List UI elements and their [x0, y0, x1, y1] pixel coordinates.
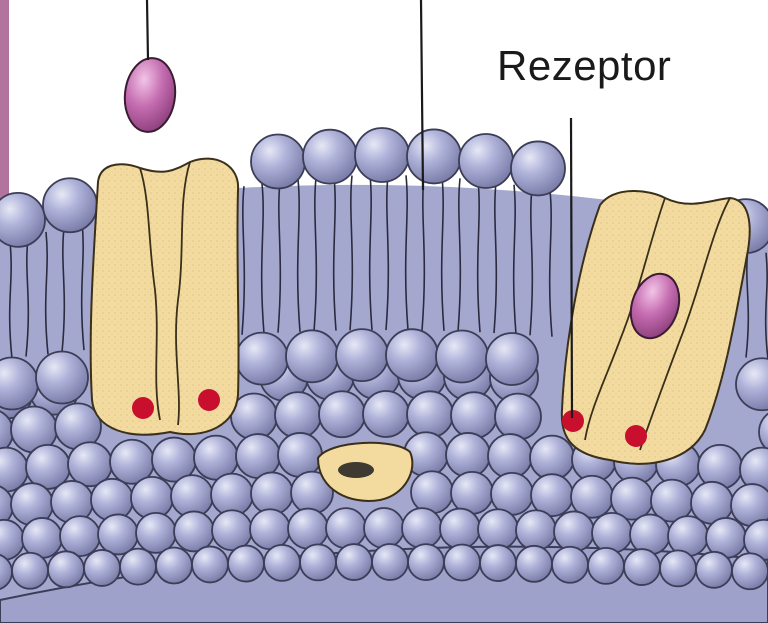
lipid-head [530, 436, 574, 480]
lipid-head [120, 549, 156, 585]
binding-site-dot [132, 397, 154, 419]
lipid-head [0, 193, 45, 247]
lipid-head [36, 351, 88, 403]
lipid-head [630, 514, 670, 554]
lipid-head [436, 331, 488, 383]
lipid-head [364, 508, 404, 548]
lipid-head [236, 333, 288, 385]
lipid-head [228, 546, 264, 582]
lipid-head [60, 516, 100, 556]
lipid-head [486, 333, 538, 385]
lipid-head [211, 474, 253, 516]
lipid-head [156, 547, 192, 583]
lipid-head [300, 544, 336, 580]
lipid-head [411, 471, 453, 513]
lipid-head [192, 546, 228, 582]
lipid-head [451, 472, 493, 514]
lipid-head [212, 510, 252, 550]
lipid-head [446, 433, 490, 477]
lipid-head [275, 392, 321, 438]
lipid-head [624, 549, 660, 585]
lipid-head [264, 545, 300, 581]
lipid-head [98, 514, 138, 554]
lipid-head [174, 511, 214, 551]
lipid-head [444, 545, 480, 581]
pointer-line-receptor [571, 118, 572, 418]
lipid-head [326, 508, 366, 548]
lipid-head [554, 511, 594, 551]
lipid-head [488, 434, 532, 478]
lipid-head [386, 329, 438, 381]
lipid-head [592, 513, 632, 553]
lipid-head [451, 392, 497, 438]
lipid-head [552, 547, 588, 583]
lipid-head [480, 545, 516, 581]
lipid-head [251, 134, 305, 188]
lipid-head [372, 544, 408, 580]
lipid-head [732, 553, 768, 589]
pointer-line-ligand [147, 0, 148, 60]
lipid-head [511, 141, 565, 195]
lipid-head [288, 509, 328, 549]
lipid-head [355, 128, 409, 182]
binding-site-dot [625, 425, 647, 447]
lipid-head [408, 544, 444, 580]
free-ligand [121, 56, 178, 135]
lipid-head [363, 391, 409, 437]
lipid-head [495, 394, 541, 440]
lipid-head [251, 472, 293, 514]
lipid-head [22, 518, 62, 558]
lipid-head [319, 391, 365, 437]
lipid-head [588, 548, 624, 584]
lipid-head [696, 552, 732, 588]
lipid-head [516, 510, 556, 550]
lipid-head [336, 544, 372, 580]
lipid-head [250, 509, 290, 549]
lipid-head [136, 513, 176, 553]
lipid-head [459, 134, 513, 188]
lipid-head [407, 129, 461, 183]
lipid-head [286, 330, 338, 382]
lipid-head [48, 551, 84, 587]
lipid-head [407, 391, 453, 437]
lipid-head [84, 550, 120, 586]
lipid-head [516, 546, 552, 582]
lipid-head [478, 509, 518, 549]
ion-channel-protein [91, 159, 239, 435]
lipid-head [660, 550, 696, 586]
lipid-head [236, 434, 280, 478]
receptor-label: Rezeptor [497, 42, 671, 90]
lipid-head [402, 508, 442, 548]
binding-site-dot [198, 389, 220, 411]
lipid-head [43, 178, 97, 232]
lipid-head [336, 329, 388, 381]
lipid-head [440, 509, 480, 549]
lipid-head [303, 130, 357, 184]
lipid-head [278, 433, 322, 477]
lipid-head [12, 553, 48, 589]
